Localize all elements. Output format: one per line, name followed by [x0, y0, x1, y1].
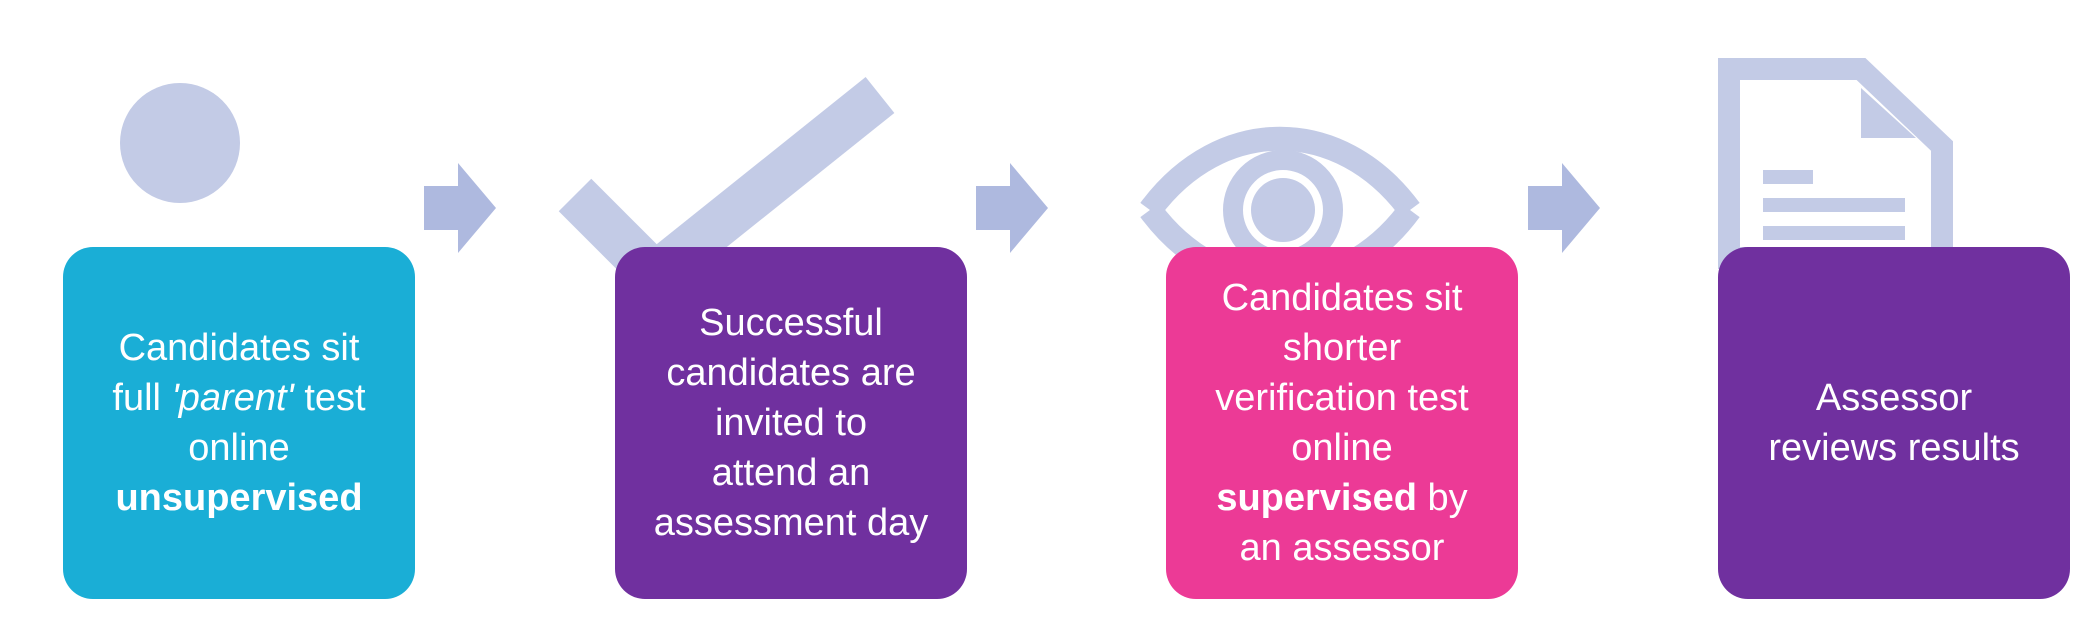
step-text-segment: verification test	[1215, 377, 1469, 419]
step-text-segment: Successful	[699, 302, 883, 344]
step-text-segment: 'parent'	[171, 377, 294, 419]
step-text-segment: attend an	[711, 452, 871, 494]
checkmark-icon	[558, 77, 895, 306]
step-card-text: Candidates sit shorter verification test on…	[1180, 273, 1504, 573]
step-text-segment: unsupervised	[115, 477, 363, 519]
step-text-segment: reviews results	[1768, 427, 2020, 469]
step-text-segment: assessment day	[653, 502, 929, 544]
step-text-segment: online	[1291, 427, 1393, 469]
step-card-text: Successful candidates are invited to attend…	[629, 298, 953, 548]
step-text-segment: full	[112, 377, 172, 419]
eye-icon	[1140, 126, 1420, 294]
step-text-segment: by	[1416, 477, 1468, 519]
person-head-shape	[120, 83, 240, 203]
step-text-segment: shorter	[1282, 327, 1402, 369]
arrow-right-icon	[1528, 163, 1600, 253]
step-text-segment: an assessor	[1239, 527, 1445, 569]
arrow-right-icon	[424, 163, 496, 253]
person-icon	[70, 83, 290, 390]
step-text-segment: Assessor	[1815, 377, 1973, 419]
document-icon	[1718, 58, 1953, 269]
step-text-segment: Candidates sit	[1221, 277, 1463, 319]
step-card-text: Assessor reviews results	[1732, 373, 2056, 473]
step-card-3: Candidates sit shorter verification test on…	[1166, 247, 1518, 599]
step-card-4: Assessor reviews results	[1718, 247, 2070, 599]
step-text-segment: supervised	[1216, 477, 1417, 519]
step-card-2: Successful candidates are invited to attend…	[615, 247, 967, 599]
step-text-segment: invited to	[714, 402, 868, 444]
step-text-segment: online	[188, 427, 290, 469]
step-text-segment: Candidates sit	[118, 327, 360, 369]
step-text-segment: candidates are	[666, 352, 916, 394]
step-text-segment: test	[293, 377, 366, 419]
arrow-right-icon	[976, 163, 1048, 253]
